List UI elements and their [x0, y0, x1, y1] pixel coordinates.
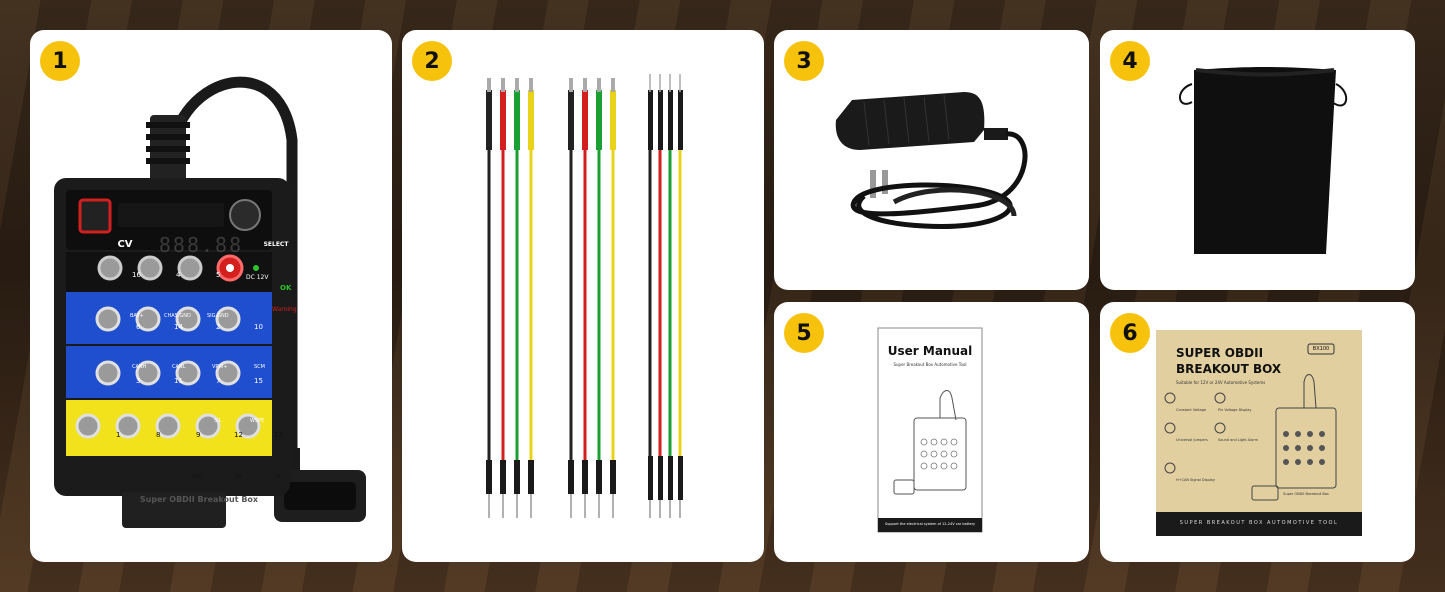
panel-number-badge: 6	[1110, 313, 1150, 353]
pin-name: EAC	[192, 474, 202, 480]
panel-number-badge: 4	[1110, 41, 1150, 81]
panel-power-adapter: 3	[774, 30, 1089, 290]
power-adapter-image	[835, 92, 1028, 230]
manual-footer: Support the electrical system of 12-24V …	[884, 522, 976, 526]
pin-number: 16	[132, 271, 141, 279]
panel-number-badge: 1	[40, 41, 80, 81]
pin-number: 4	[176, 271, 181, 279]
pin-number: 9	[196, 431, 201, 439]
manual-title: User Manual	[887, 344, 973, 358]
panel-retail-box: SUPER OBDII BREAKOUT BOX BX100 Suitable …	[1100, 302, 1415, 562]
ok-label: OK	[280, 284, 292, 292]
panel-storage-pouch: 4	[1100, 30, 1415, 290]
pin-name: SCM	[254, 364, 265, 370]
pin-number: 10	[254, 323, 263, 331]
select-button: SELECT	[263, 241, 289, 248]
box-feature: Universal Jumpers	[1176, 438, 1208, 442]
pin-number: 11	[174, 377, 183, 385]
box-device-label: Super OBDII Breakout Box	[1283, 492, 1329, 496]
retail-box-image	[1156, 330, 1362, 536]
pin-number: 2	[216, 323, 221, 331]
panel-number-badge: 5	[784, 313, 824, 353]
pin-number: 13	[274, 431, 283, 439]
pin-number: 1	[116, 431, 121, 439]
warning-label: Warning	[272, 306, 297, 313]
display-digits: 888.88	[158, 233, 244, 257]
pin-number: 7	[216, 377, 221, 385]
panel-test-leads: 2	[402, 30, 764, 562]
pin-number: 14	[174, 323, 183, 331]
manual-subtitle: Super Breakout Box Automotive Tool	[893, 362, 967, 367]
dc-label: DC 12V	[246, 274, 269, 281]
pin-name: CANH	[132, 364, 147, 370]
panel-number-badge: 2	[412, 41, 452, 81]
panel-device: CV 888.88 SELECT DC 12V OK Warning 16 4 …	[30, 30, 392, 562]
pin-number: 15	[254, 377, 263, 385]
pin-name: SIG GND	[207, 313, 229, 319]
box-feature: Pin Voltage Display	[1218, 408, 1252, 412]
panel-user-manual: User Manual Super Breakout Box Automotiv…	[774, 302, 1089, 562]
pin-number: 6	[136, 323, 141, 331]
pin-name: ES	[235, 474, 242, 480]
breakout-box-image	[54, 76, 366, 528]
test-leads-image	[486, 74, 683, 518]
pin-name: TC	[275, 474, 282, 480]
pin-number: 12	[234, 431, 243, 439]
box-tagline: Suitable for 12V or 24V Automotive Syste…	[1176, 380, 1266, 385]
cv-button: CV	[117, 239, 133, 250]
pin-number: 8	[156, 431, 161, 439]
device-footer-label: Super OBDII Breakout Box	[139, 495, 259, 504]
box-bottom-text: SUPER BREAKOUT BOX AUTOMOTIVE TOOL	[1179, 520, 1339, 526]
box-feature: H+CAN Signal Display	[1176, 478, 1215, 482]
pin-name: VPW+	[212, 364, 228, 370]
box-feature: Sound and Light Alarm	[1218, 438, 1258, 442]
pin-name: BAT+	[130, 313, 144, 319]
pin-name: WSPE	[250, 418, 265, 424]
box-title-line2: BREAKOUT BOX	[1176, 362, 1282, 376]
velvet-pouch-image	[1179, 67, 1347, 254]
box-model-badge: BX100	[1312, 346, 1330, 352]
pin-number: 3	[136, 377, 141, 385]
manual-booklet-image	[877, 327, 983, 533]
pin-name: CANL	[172, 364, 186, 370]
panel-number-badge: 3	[784, 41, 824, 81]
box-feature: Constant Voltage	[1176, 408, 1206, 412]
pin-name: CHAS GND	[164, 313, 191, 319]
pin-name: SIL	[214, 418, 222, 424]
pin-number: 5	[216, 271, 221, 279]
box-title-line1: SUPER OBDII	[1176, 346, 1264, 360]
